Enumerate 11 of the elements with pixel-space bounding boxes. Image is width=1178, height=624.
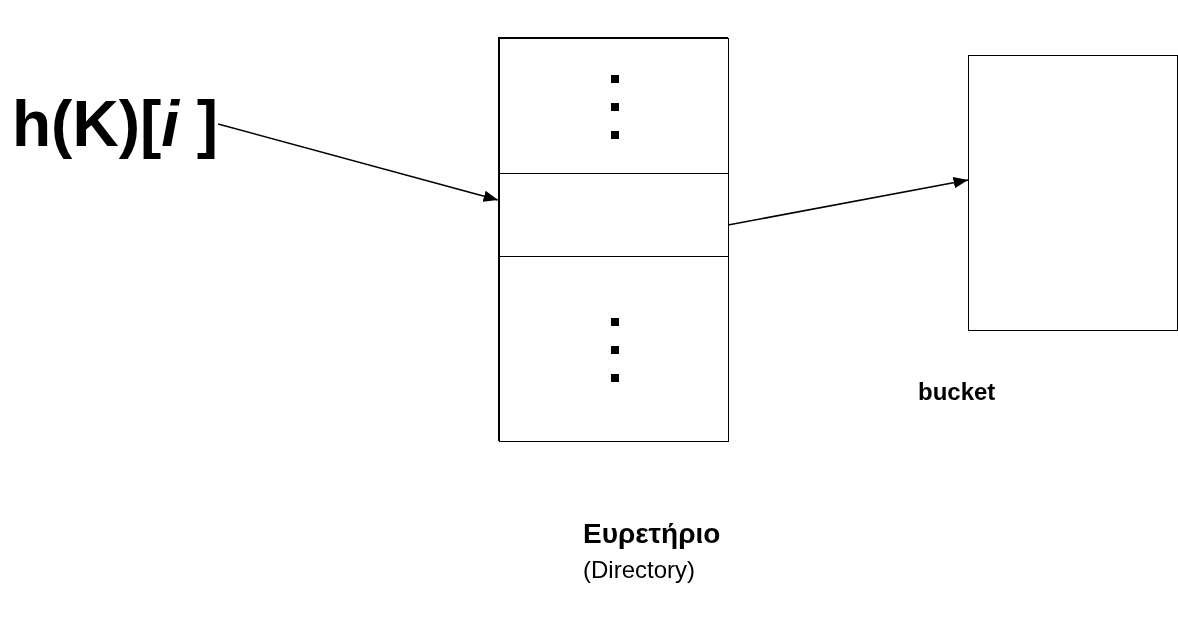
directory-cell	[499, 256, 729, 442]
node-label: (Directory)	[583, 556, 695, 584]
node-label: bucket	[918, 378, 996, 406]
arrow	[727, 177, 969, 226]
directory-table	[498, 37, 728, 441]
hash-expression: h(K)[i ]	[12, 87, 219, 161]
arrow	[217, 123, 499, 202]
node-label: Ευρετήριο	[583, 518, 721, 550]
bucket-box	[968, 55, 1178, 331]
directory-cell	[499, 38, 729, 174]
directory-cell	[499, 173, 729, 257]
